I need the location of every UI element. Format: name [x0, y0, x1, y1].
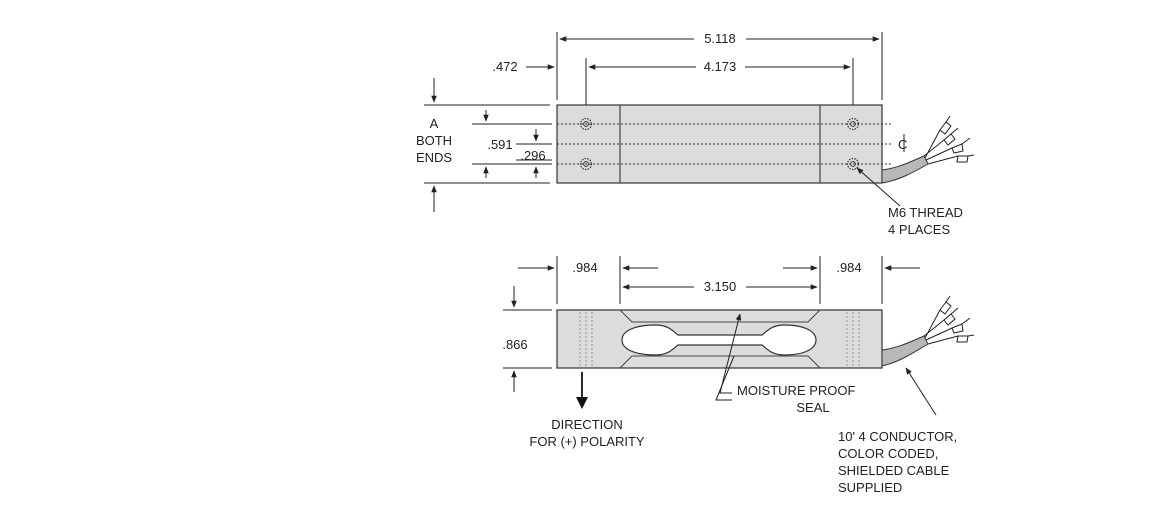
dim-height-label: .866 [502, 337, 527, 352]
centerline-symbol: C [898, 137, 907, 152]
dim-end-right-label: .984 [836, 260, 861, 275]
dim-height: .866 [502, 286, 552, 392]
thread-hole-icon [846, 157, 860, 171]
seal-label-2: SEAL [796, 400, 829, 415]
thread-hole-icon [579, 157, 593, 171]
dim-half-width: .296 [516, 129, 552, 178]
seal-callout: MOISTURE PROOF SEAL [715, 313, 856, 415]
thread-label: M6 THREAD [888, 205, 963, 220]
dim-total-length-label: 5.118 [704, 31, 736, 46]
dim-hole-rows: .591 [472, 110, 552, 178]
dim-end-left-label: .984 [572, 260, 597, 275]
cable-shield-label: SHIELDED CABLE [838, 463, 950, 478]
dim-hole-rows-label: .591 [487, 137, 512, 152]
direction-label: DIRECTION [551, 417, 623, 432]
dim-end-right: .984 [783, 260, 920, 275]
dim-slot-length: 3.150 [622, 279, 818, 294]
dim-hole-spacing: 4.173 [588, 59, 851, 74]
dim-hole-offset: .472 [492, 59, 555, 74]
dim-A-both-ends: A BOTH ENDS [416, 78, 550, 212]
thread-callout: M6 THREAD 4 PLACES [856, 167, 963, 237]
dim-slot-length-label: 3.150 [704, 279, 737, 294]
cable-icon [881, 115, 975, 184]
direction-arrow-icon [576, 372, 588, 409]
dim-A-ends-label: ENDS [416, 150, 452, 165]
cable-supplied-label: SUPPLIED [838, 480, 902, 495]
thread-places-label: 4 PLACES [888, 222, 950, 237]
dim-total-length: 5.118 [559, 31, 880, 46]
dim-half-width-label: .296 [520, 148, 545, 163]
cable-icon [881, 295, 975, 367]
direction-polarity-label: FOR (+) POLARITY [529, 434, 645, 449]
cable-color-label: COLOR CODED, [838, 446, 938, 461]
dim-end-left: .984 [518, 260, 658, 275]
side-view: .984 .984 3.150 [502, 256, 975, 495]
dim-hole-offset-label: .472 [492, 59, 517, 74]
slot-cutout [621, 324, 817, 356]
dim-hole-spacing-label: 4.173 [704, 59, 737, 74]
dim-A-label: A [430, 116, 439, 131]
cable-callout: 10' 4 CONDUCTOR, COLOR CODED, SHIELDED C… [838, 367, 957, 495]
cable-label: 10' 4 CONDUCTOR, [838, 429, 957, 444]
centerline-icon: C [898, 134, 907, 152]
top-view: 5.118 4.173 .472 [416, 31, 975, 237]
thread-hole-icon [846, 117, 860, 131]
seal-label: MOISTURE PROOF [737, 383, 856, 398]
thread-hole-icon [579, 117, 593, 131]
dim-A-both-label: BOTH [416, 133, 452, 148]
